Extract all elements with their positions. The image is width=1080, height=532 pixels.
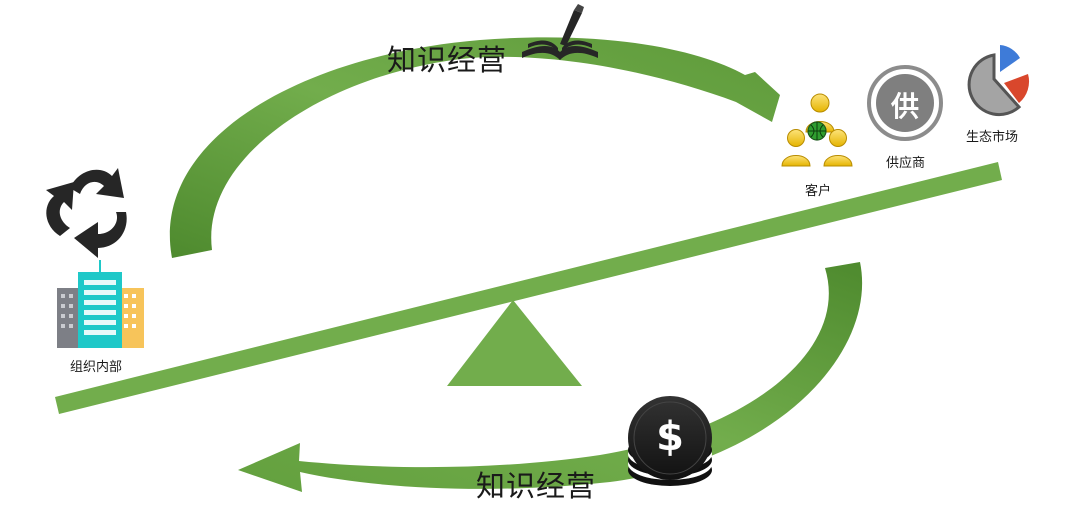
open-book-pen-icon [522,4,598,60]
left-node-label: 组织内部 [70,360,123,375]
supplier-label: 供应商 [886,156,926,171]
customers-globe-icon [781,93,853,167]
customer-label: 客户 [805,184,832,199]
supplier-badge-icon [867,65,943,141]
top-curved-arrow [169,37,781,259]
bottom-arc-label: 知识经营 [476,469,597,503]
seesaw-beam [55,162,1002,414]
seesaw-fulcrum [447,300,582,386]
eco-market-label: 生态市场 [966,130,1019,145]
office-buildings-icon [57,260,144,348]
coin-dollar-sign: $ [656,414,684,460]
recycle-icon [46,168,127,258]
supplier-badge-text: 供 [890,90,919,123]
dollar-coin-stack-icon [628,396,712,486]
pie-chart-icon [967,45,1030,117]
top-arc-label: 知识经营 [387,43,508,77]
